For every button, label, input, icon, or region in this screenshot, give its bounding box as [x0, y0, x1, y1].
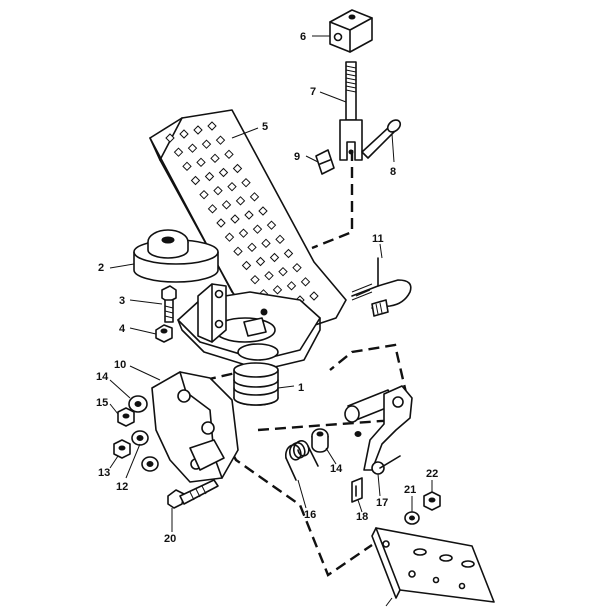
- grip-hole: [193, 125, 203, 135]
- callout-22: 22: [426, 468, 438, 480]
- callout-7: 7: [310, 86, 316, 98]
- grip-hole: [255, 256, 266, 267]
- grip-hole: [165, 133, 175, 143]
- nut-part-15: [117, 407, 135, 427]
- callout-15: 15: [96, 397, 108, 409]
- grip-hole: [261, 238, 271, 249]
- nut-part-4: [155, 324, 173, 343]
- grip-hole: [241, 177, 251, 188]
- clip-part-18: [351, 477, 363, 503]
- grip-hole: [218, 167, 229, 178]
- grip-hole: [238, 228, 249, 238]
- callout-16: 16: [304, 509, 316, 521]
- grip-hole: [216, 218, 226, 228]
- grip-hole: [235, 196, 246, 206]
- grip-hole: [182, 161, 192, 172]
- washer-part-14: [128, 395, 148, 413]
- nut-part-22: [423, 491, 441, 511]
- grip-hole: [204, 171, 215, 182]
- grip-hole: [224, 149, 234, 160]
- grip-hole: [190, 175, 201, 186]
- callout-20: 20: [164, 533, 176, 545]
- leader-lines: [109, 35, 433, 607]
- grip-hole: [213, 185, 223, 196]
- throttle-cable-part-11: [351, 257, 412, 317]
- grip-hole: [221, 200, 232, 210]
- retaining-clip-part-9: [315, 149, 335, 175]
- grip-hole: [272, 285, 283, 295]
- grip-hole: [207, 204, 218, 214]
- grip-hole: [286, 281, 297, 291]
- grip-hole: [300, 277, 311, 287]
- grip-hole: [309, 291, 319, 301]
- grip-hole: [244, 210, 254, 220]
- grip-hole: [258, 206, 268, 216]
- grip-hole: [224, 232, 235, 242]
- callout-21: 21: [404, 484, 416, 496]
- grip-hole: [266, 220, 277, 230]
- callout-5: 5: [262, 121, 268, 133]
- adjuster-block-part-6: [329, 9, 373, 53]
- callout-3: 3: [119, 295, 125, 307]
- grip-hole: [250, 274, 260, 285]
- callout-14-left: 14: [96, 371, 109, 383]
- callout-6: 6: [300, 31, 306, 43]
- callout-labels: 1 2 3 4 5 6 7 8 9 10 11 12 13 14 15 16 1…: [96, 31, 438, 545]
- grip-hole: [207, 121, 217, 131]
- grip-hole: [196, 157, 206, 168]
- grip-hole: [173, 147, 184, 157]
- callout-9: 9: [294, 151, 300, 163]
- grip-hole: [283, 248, 294, 259]
- washer-part-12: [131, 430, 159, 472]
- bushing-part-14: [311, 428, 329, 453]
- callout-14-right: 14: [330, 463, 343, 475]
- pedal-arm-bracket: [177, 283, 321, 371]
- grip-hole: [201, 139, 212, 149]
- callout-12: 12: [116, 481, 128, 493]
- callout-18: 18: [356, 511, 368, 523]
- mounting-plate: [371, 527, 495, 603]
- clevis-pin-part-8: [361, 119, 402, 159]
- grip-hole: [249, 192, 260, 202]
- grip-hole: [252, 224, 263, 234]
- washer-part-21: [404, 511, 420, 525]
- grip-hole: [275, 234, 285, 245]
- nut-part-13: [113, 439, 131, 459]
- grip-hole: [230, 214, 240, 224]
- callout-1: 1: [298, 382, 304, 394]
- callout-10: 10: [114, 359, 126, 371]
- return-spring-part-16: [285, 440, 319, 481]
- grip-hole: [179, 129, 189, 139]
- grip-hole: [233, 246, 243, 257]
- callout-17: 17: [376, 497, 388, 509]
- grip-hole: [247, 242, 257, 253]
- callout-8: 8: [390, 166, 396, 178]
- grip-hole: [215, 135, 226, 145]
- rubber-stop-part-2: [133, 229, 219, 283]
- grip-hole: [210, 153, 220, 164]
- callout-11: 11: [372, 233, 384, 245]
- bolt-part-3: [161, 285, 177, 323]
- grip-hole: [269, 252, 280, 263]
- grip-hole: [227, 181, 237, 192]
- grip-hole: [187, 143, 198, 153]
- grip-hole: [241, 260, 252, 271]
- throttle-lever-part-17: [344, 385, 413, 475]
- bolt-part-20: [167, 479, 219, 509]
- mounting-bracket-part-10: [151, 371, 239, 483]
- callout-4: 4: [119, 323, 126, 335]
- threaded-rod-clevis-part-7: [339, 61, 363, 161]
- grip-hole: [278, 266, 288, 277]
- callout-2: 2: [98, 262, 104, 274]
- grip-hole: [199, 189, 209, 200]
- pedal-return-spring-part-1: [233, 362, 279, 406]
- grip-hole: [232, 163, 243, 174]
- grip-hole: [264, 270, 274, 281]
- callout-13: 13: [98, 467, 110, 479]
- grip-hole: [292, 262, 302, 273]
